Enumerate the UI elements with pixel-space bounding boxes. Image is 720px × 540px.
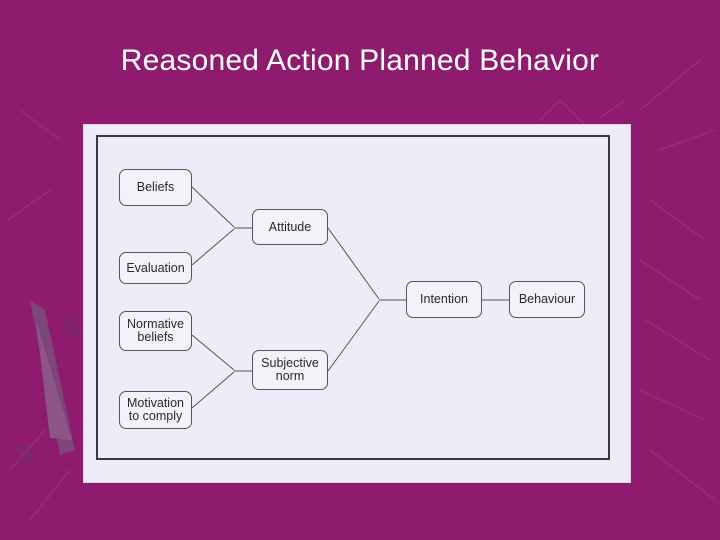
svg-text:S: S bbox=[18, 442, 34, 468]
connector-beliefs-attitude bbox=[191, 186, 235, 228]
connector-normative-norm bbox=[191, 334, 235, 371]
connector-motivation-norm bbox=[191, 371, 235, 409]
node-subjective-norm: Subjective norm bbox=[252, 350, 328, 390]
node-behaviour: Behaviour bbox=[509, 281, 585, 318]
node-attitude: Attitude bbox=[252, 209, 328, 245]
node-normative-beliefs: Normative beliefs bbox=[119, 311, 192, 351]
connector-attitude-intention bbox=[327, 227, 380, 300]
figure-frame bbox=[96, 135, 610, 460]
connector-evaluation-attitude bbox=[191, 228, 235, 266]
node-intention: Intention bbox=[406, 281, 482, 318]
node-motivation-to-comply: Motivation to comply bbox=[119, 391, 192, 429]
node-evaluation: Evaluation bbox=[119, 252, 192, 284]
connector-norm-intention bbox=[327, 300, 380, 372]
node-beliefs: Beliefs bbox=[119, 169, 192, 206]
diagram-figure: Beliefs Evaluation Normative beliefs Mot… bbox=[84, 125, 630, 482]
slide-title: Reasoned Action Planned Behavior bbox=[120, 44, 600, 77]
svg-text:N: N bbox=[62, 315, 82, 341]
diagram-connectors bbox=[191, 186, 509, 409]
